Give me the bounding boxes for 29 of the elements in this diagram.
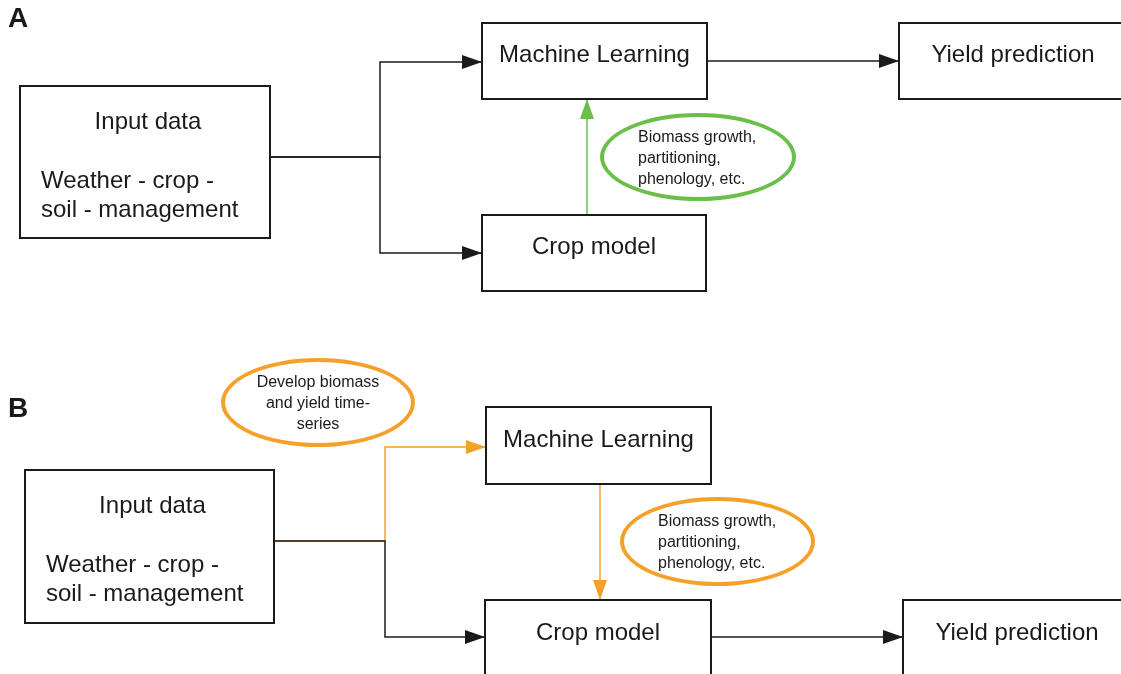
panel-letter: B (8, 392, 29, 424)
box-text: Weather - crop - soil - management (46, 549, 245, 607)
process-box (481, 22, 708, 100)
arrow (270, 156, 482, 260)
arrow (580, 99, 594, 215)
process-box (484, 599, 712, 674)
process-box (898, 22, 1121, 100)
box-title: Crop model (535, 618, 661, 646)
note-text: Develop biomass and yield time-series (255, 372, 381, 434)
box-title: Machine Learning (503, 424, 694, 453)
arrow (274, 540, 485, 644)
arrow (711, 630, 903, 644)
note-text: Biomass growth, partitioning, phenology, etc. (658, 511, 778, 573)
box-title: Crop model (531, 232, 657, 260)
process-box (24, 469, 275, 624)
process-box (485, 406, 712, 485)
box-title: Machine Learning (499, 40, 690, 68)
box-text: Weather - crop - soil - management (41, 165, 240, 223)
process-box (902, 599, 1121, 674)
box-title: Yield prediction (935, 618, 1099, 646)
process-box (481, 214, 707, 292)
note-text: Biomass growth, partitioning, phenology, etc. (638, 126, 758, 189)
box-title: Yield prediction (931, 40, 1095, 68)
box-title: Input data (98, 491, 207, 519)
arrow (707, 54, 899, 68)
process-box (19, 85, 271, 239)
panel-letter: A (8, 2, 29, 34)
arrow (593, 484, 607, 600)
box-title: Input data (93, 107, 203, 135)
